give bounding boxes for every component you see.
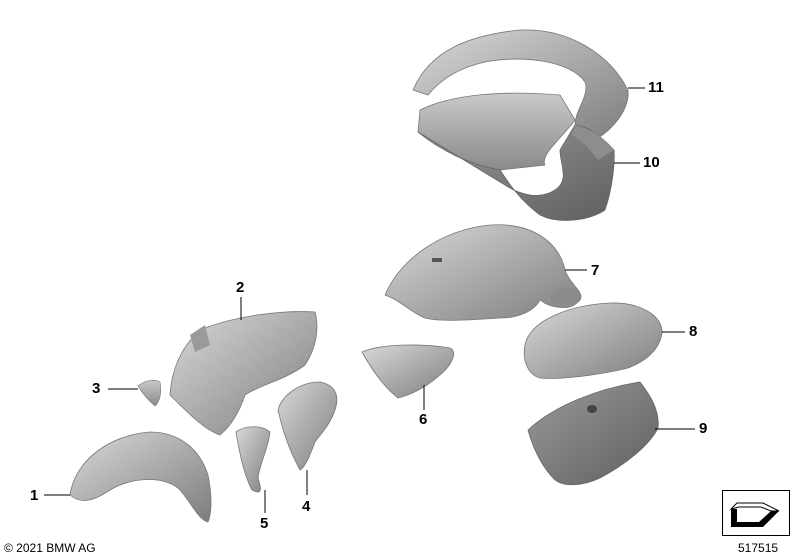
navigation-box[interactable] — [722, 490, 790, 536]
part-label-1[interactable]: 1 — [30, 487, 39, 504]
leader-lines — [44, 87, 695, 513]
part-6-shape[interactable] — [361, 344, 454, 399]
part-3-shape[interactable] — [137, 380, 162, 407]
part-label-7[interactable]: 7 — [591, 262, 600, 279]
copyright-text: © 2021 BMW AG — [4, 541, 96, 555]
part-8-shape[interactable] — [523, 302, 663, 379]
part-5-shape[interactable] — [235, 426, 271, 493]
diagram-number: 517515 — [738, 541, 779, 555]
part-4-shape[interactable] — [277, 381, 338, 471]
arrow-navigation-icon — [729, 502, 780, 527]
part-9-shape[interactable] — [527, 381, 659, 486]
part-label-5[interactable]: 5 — [260, 515, 269, 532]
part-1-shape[interactable] — [69, 431, 212, 523]
part-7-shape[interactable] — [384, 224, 582, 321]
part-label-11[interactable]: 11 — [648, 79, 664, 96]
part-2-shape[interactable] — [169, 311, 318, 436]
part-label-4[interactable]: 4 — [302, 498, 311, 515]
part-label-2[interactable]: 2 — [236, 279, 245, 296]
part-label-6[interactable]: 6 — [419, 411, 428, 428]
part-label-8[interactable]: 8 — [689, 323, 698, 340]
part-label-9[interactable]: 9 — [699, 420, 708, 437]
part-10-shape[interactable] — [417, 124, 615, 221]
part-label-3[interactable]: 3 — [92, 380, 101, 397]
part-label-10[interactable]: 10 — [643, 154, 660, 171]
